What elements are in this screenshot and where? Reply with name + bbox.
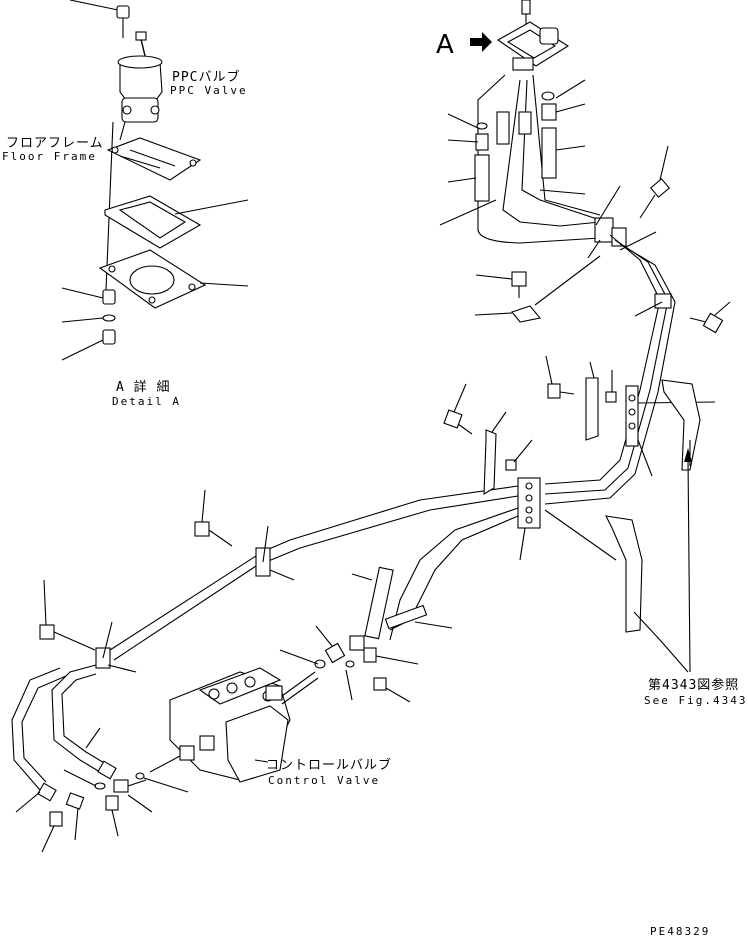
detail-a-label-en: Detail A [112, 395, 181, 408]
view-a-label: A [436, 30, 454, 60]
hose-routing [11, 234, 731, 853]
detail-a-label-jp: A 詳 細 [116, 380, 171, 395]
ppc-valve-label-jp: PPCバルブ [172, 70, 241, 85]
see-fig-label-jp: 第4343図参照 [648, 678, 740, 693]
see-fig-label-en: See Fig.4343 [644, 694, 748, 707]
detail-a-assembly [61, 0, 249, 361]
control-valve [149, 566, 453, 783]
view-a-assembly [439, 0, 670, 323]
control-valve-label-en: Control Valve [268, 774, 381, 787]
drawing-number: PE48329 [650, 925, 711, 938]
arrow-right-icon [470, 32, 492, 52]
floor-frame-label-en: Floor Frame [2, 150, 97, 163]
floor-frame-label-jp: フロアフレーム [6, 136, 104, 151]
right-brackets [443, 355, 716, 673]
ppc-valve-label-en: PPC Valve [170, 84, 248, 97]
control-valve-label-jp: コントロールバルブ [266, 758, 393, 773]
